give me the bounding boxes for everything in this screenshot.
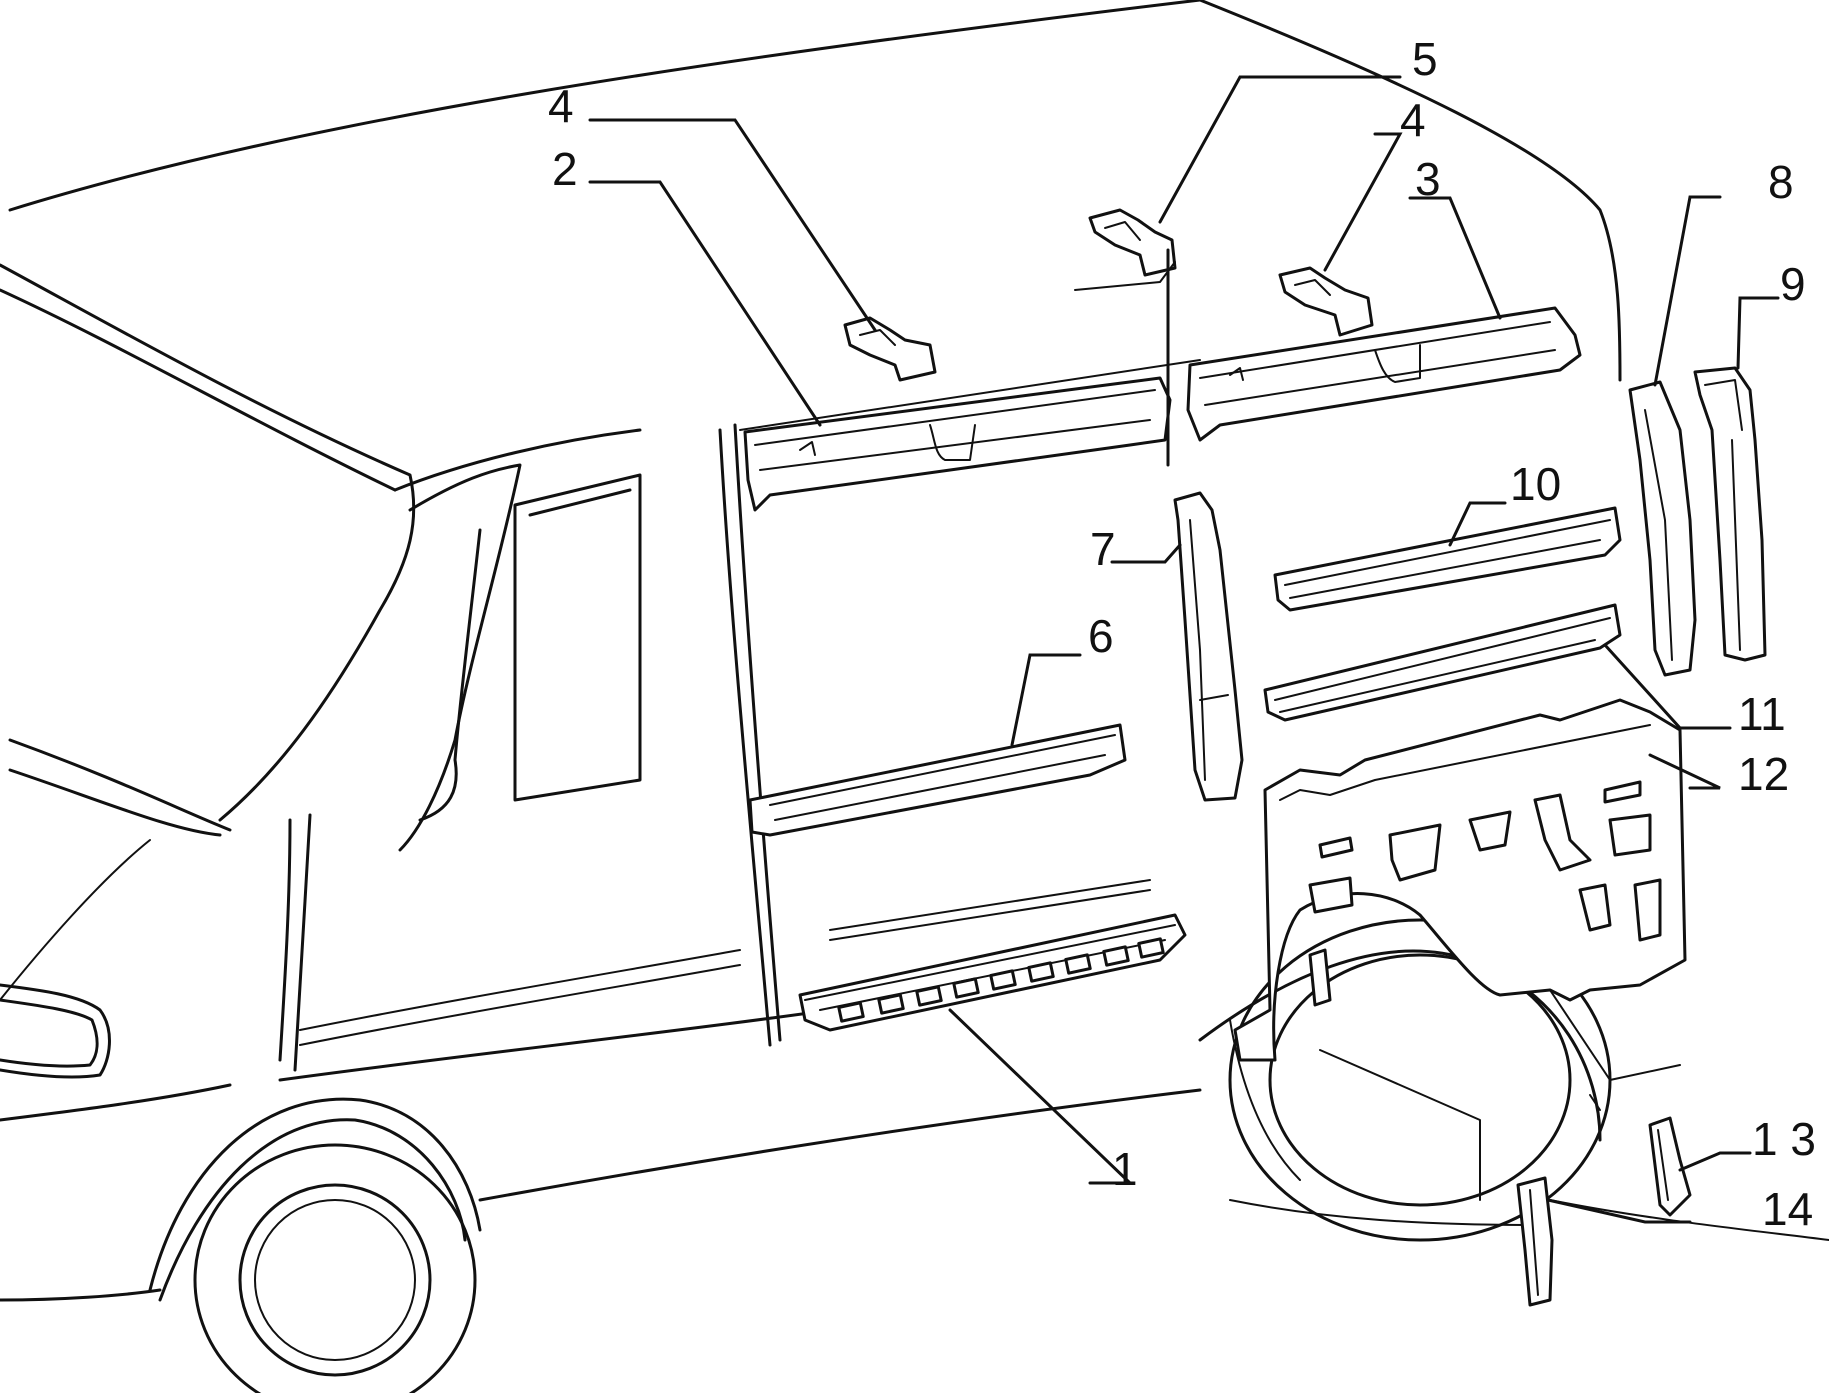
callout-4-right: 4 <box>1400 94 1426 146</box>
panel-cutouts <box>1308 780 1662 1007</box>
leader-8 <box>1653 195 1722 387</box>
part-bracket-center <box>1074 208 1177 291</box>
leader-lines <box>588 75 1780 1224</box>
callout-8: 8 <box>1768 156 1794 208</box>
leader-6 <box>1010 653 1082 747</box>
leader-7 <box>1110 543 1182 564</box>
callout-5: 5 <box>1412 33 1438 85</box>
part-small-bracket-14 <box>1516 1176 1554 1307</box>
callout-13: 1 3 <box>1752 1113 1816 1165</box>
guide-line-b <box>1549 989 1681 1081</box>
guide-line-a <box>1319 1049 1481 1201</box>
callout-3: 3 <box>1415 153 1441 205</box>
leader-4b <box>1323 132 1403 272</box>
part-lower-side-rail <box>1263 603 1622 722</box>
leader-4a <box>588 118 877 332</box>
callout-6: 6 <box>1088 610 1114 662</box>
leader-1 <box>948 1008 1134 1185</box>
part-b-pillar <box>1173 491 1244 802</box>
callout-12: 12 <box>1738 748 1789 800</box>
part-bracket-right <box>1278 266 1374 337</box>
leader-3 <box>1408 196 1502 320</box>
part-c-pillar-inner <box>1628 380 1697 677</box>
part-roof-rail-front <box>743 376 1172 512</box>
leader-13 <box>1678 1151 1752 1172</box>
callout-9: 9 <box>1780 258 1806 310</box>
part-roof-rail-rear <box>1186 306 1582 442</box>
callout-7: 7 <box>1090 523 1116 575</box>
leader-10 <box>1448 501 1507 547</box>
leader-2 <box>588 180 822 427</box>
callout-4-left: 4 <box>548 80 574 132</box>
part-small-bracket-13 <box>1648 1116 1692 1217</box>
callout-2: 2 <box>552 143 578 195</box>
leader-12 <box>1648 753 1721 790</box>
callout-11: 11 <box>1738 688 1786 740</box>
part-sill <box>798 913 1187 1032</box>
guide-line-c <box>1589 1094 1601 1111</box>
callout-numbers: 1 2 3 4 4 5 6 7 8 9 10 11 12 1 3 14 <box>548 33 1816 1235</box>
callout-14: 14 <box>1762 1183 1813 1235</box>
leader-14 <box>1546 1198 1692 1224</box>
leader-11 <box>1603 643 1732 730</box>
leader-9 <box>1736 296 1780 370</box>
sill-slots <box>837 937 1165 1023</box>
callout-10: 10 <box>1510 458 1561 510</box>
callout-1: 1 <box>1112 1143 1138 1195</box>
part-c-pillar-outer <box>1693 366 1767 662</box>
part-upper-side-rail <box>1273 506 1622 612</box>
part-mid-rail <box>748 723 1127 837</box>
leader-5 <box>1158 75 1402 224</box>
part-bracket-left <box>843 316 937 382</box>
part-rear-quarter-panel <box>1233 698 1687 1062</box>
